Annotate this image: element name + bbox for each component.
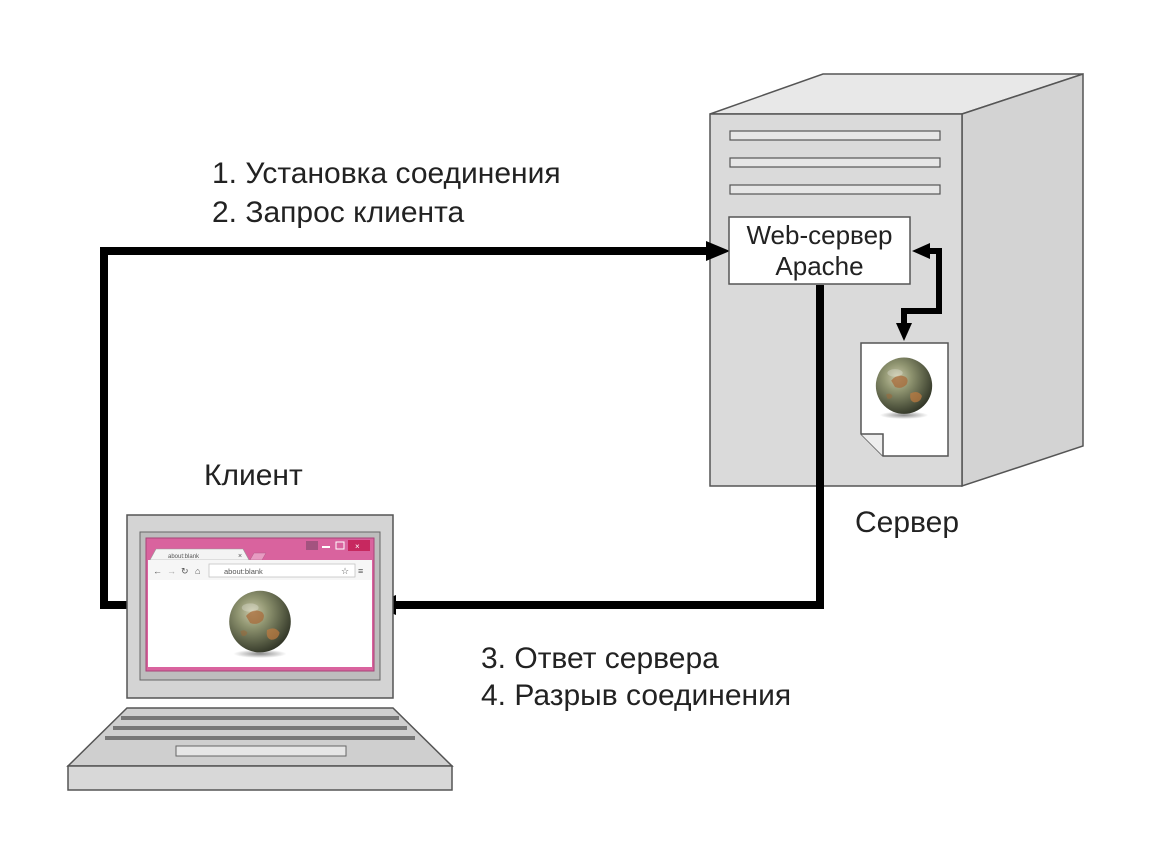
- browser-window: about:blank × × ← → ↻ ⌂ about:blank ☆ ≡: [145, 537, 375, 672]
- window-minimize-icon[interactable]: [322, 546, 330, 548]
- arrow-client-to-server: [100, 241, 730, 609]
- client-label: Клиент: [204, 459, 303, 492]
- server-label: Сервер: [855, 506, 959, 539]
- forward-icon[interactable]: →: [167, 566, 176, 576]
- arrow-apache-document: [896, 243, 942, 341]
- bookmark-star-icon[interactable]: ☆: [341, 566, 349, 576]
- tab-title: about:blank: [168, 554, 200, 560]
- back-icon[interactable]: ←: [153, 566, 162, 576]
- document-icon: [860, 342, 949, 457]
- drive-slot: [729, 157, 941, 168]
- svg-text:×: ×: [355, 542, 360, 551]
- window-maximize-icon[interactable]: [335, 541, 345, 550]
- tab-close-icon[interactable]: ×: [238, 553, 242, 560]
- window-close-icon[interactable]: [348, 540, 370, 551]
- address-text: about:blank: [224, 567, 263, 576]
- step1-label: 1. Установка соединения: [212, 157, 561, 190]
- reload-icon[interactable]: ↻: [181, 566, 189, 576]
- webserver-label-line2: Apache: [775, 251, 863, 281]
- webserver-label-line1: Web-сервер: [746, 220, 892, 250]
- home-icon[interactable]: ⌂: [195, 566, 200, 576]
- drive-slot: [729, 130, 941, 141]
- touchpad: [175, 745, 347, 757]
- server-side-face: [961, 72, 1084, 488]
- apache-webserver-box: Web-сервер Apache: [728, 216, 911, 285]
- address-bar[interactable]: [208, 563, 356, 578]
- browser-tab[interactable]: [149, 548, 250, 561]
- step2-label: 2. Запрос клиента: [212, 196, 464, 229]
- server-tower: [709, 72, 1084, 488]
- laptop-base-front: [67, 765, 453, 791]
- window-profile-icon[interactable]: [306, 541, 318, 550]
- step4-label: 4. Разрыв соединения: [481, 679, 791, 712]
- menu-icon[interactable]: ≡: [358, 566, 363, 576]
- drive-slot: [729, 184, 941, 195]
- step3-label: 3. Ответ сервера: [481, 642, 719, 675]
